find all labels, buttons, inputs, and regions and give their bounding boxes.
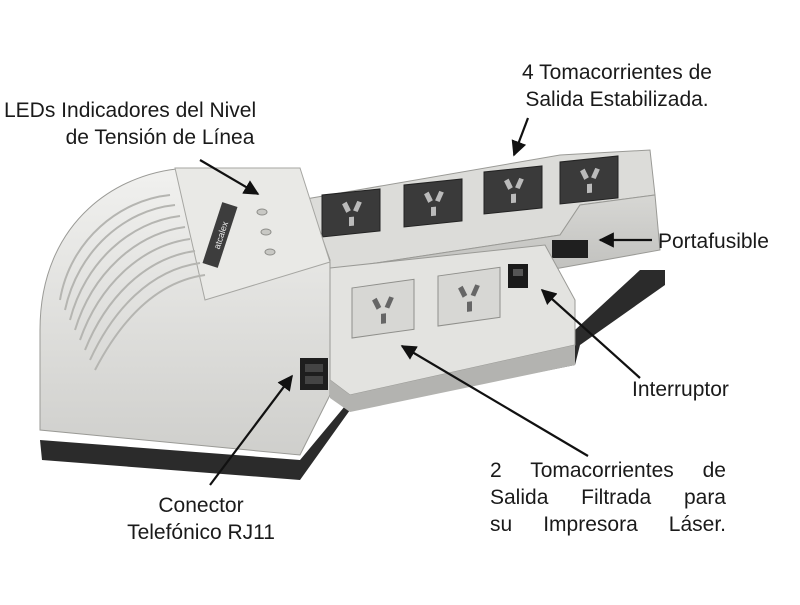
fuse-holder xyxy=(552,240,588,258)
led-indicator xyxy=(256,208,268,216)
label-leds-line1: LEDs Indicadores del Nivel xyxy=(4,99,257,122)
device-base xyxy=(40,270,665,480)
arrow-leds xyxy=(199,159,260,195)
led-indicator xyxy=(264,248,276,256)
arrow-switch xyxy=(540,288,641,379)
arrow-filtered xyxy=(400,345,589,457)
arrow-rj11 xyxy=(209,374,293,486)
label-filtered-line1: 2 Tomacorrientes de xyxy=(490,459,726,482)
label-stabilized-line2: Salida Estabilizada. xyxy=(525,88,709,111)
vent-slots xyxy=(59,194,206,371)
label-switch: Interruptor xyxy=(632,376,762,403)
label-filtered: 2 Tomacorrientes de Salida Filtrada para… xyxy=(490,457,726,538)
filtered-outlet xyxy=(351,278,415,339)
label-rj11-line1: Conector xyxy=(158,494,244,517)
label-leds: LEDs Indicadores del Nivel de Tensión de… xyxy=(4,97,316,151)
arrow-stabilized xyxy=(511,117,530,157)
stabilized-outlet xyxy=(321,188,381,238)
label-stabilized-line1: 4 Tomacorrientes de xyxy=(522,61,712,84)
stabilized-outlet xyxy=(483,165,543,215)
stabilized-outlet xyxy=(559,155,619,205)
label-leds-line2: de Tensión de Línea xyxy=(65,126,255,149)
label-fuse-line1: Portafusible xyxy=(658,230,769,253)
label-switch-line1: Interruptor xyxy=(632,378,729,401)
main-body: atcalex xyxy=(39,167,331,456)
label-rj11-line2: Telefónico RJ11 xyxy=(127,521,275,544)
label-rj11: Conector Telefónico RJ11 xyxy=(92,492,310,546)
label-stabilized: 4 Tomacorrientes de Salida Estabilizada. xyxy=(492,59,742,113)
filtered-outlet xyxy=(437,266,501,327)
stabilized-outlet xyxy=(403,178,463,228)
label-filtered-line3: su Impresora Láser. xyxy=(490,513,726,536)
label-fuse: Portafusible xyxy=(658,228,798,255)
front-step xyxy=(329,244,576,412)
rj11-connector xyxy=(300,358,328,390)
label-filtered-line2: Salida Filtrada para xyxy=(490,486,726,509)
brand-plate xyxy=(202,202,238,268)
led-indicator xyxy=(260,228,272,236)
